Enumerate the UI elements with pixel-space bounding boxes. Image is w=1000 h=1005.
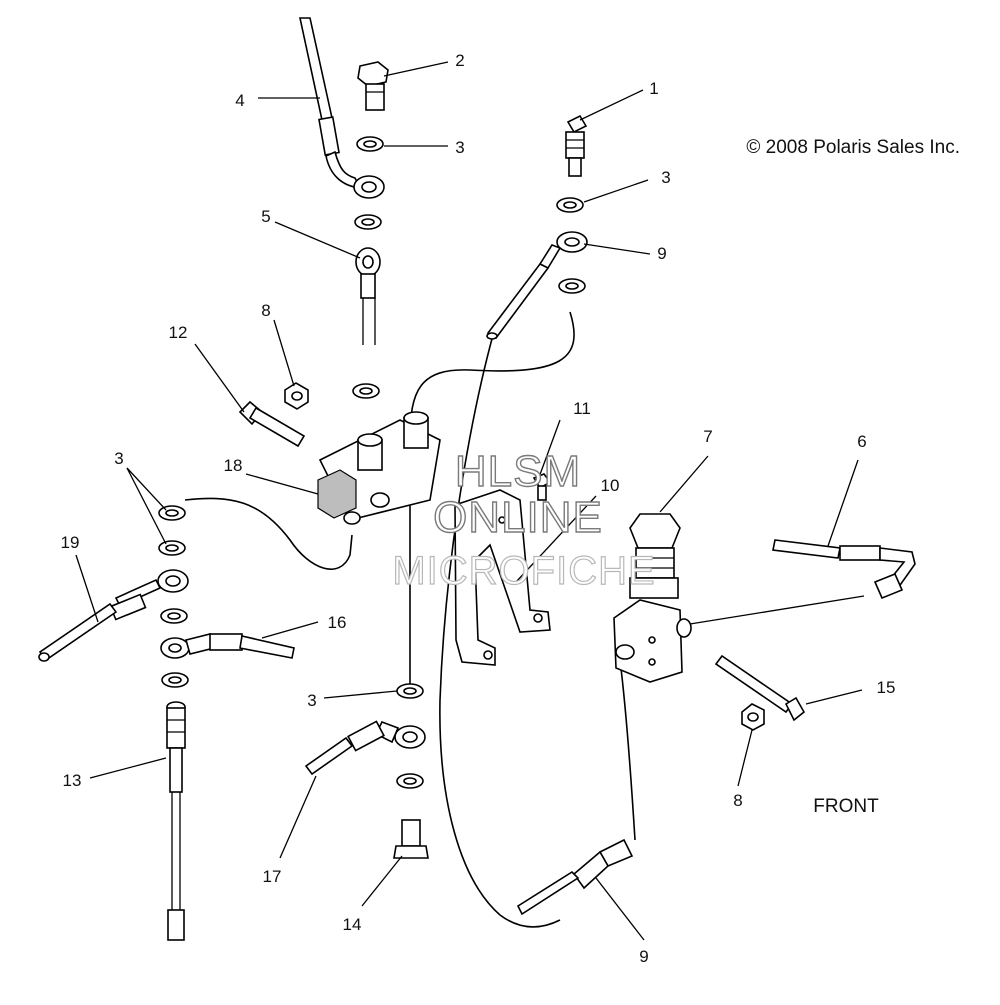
leader-lines xyxy=(75,61,865,941)
callout-9b: 9 xyxy=(639,947,648,966)
callout-10: 10 xyxy=(601,476,620,495)
callout-9a: 9 xyxy=(657,244,666,263)
part-4-brake-line xyxy=(299,17,385,199)
callout-12: 12 xyxy=(169,323,188,342)
watermark-line-3: MICROFICHE xyxy=(392,549,655,593)
callout-3c: 3 xyxy=(114,449,123,468)
callout-7: 7 xyxy=(703,427,712,446)
watermark: HLSM ONLINE MICROFICHE xyxy=(392,446,656,593)
part-9-brake-line-lower xyxy=(516,838,634,916)
callout-4: 4 xyxy=(235,91,244,110)
part-17-brake-line xyxy=(304,720,426,776)
part-14-banjo-bolt xyxy=(393,819,429,859)
part-13-brake-line xyxy=(166,701,186,941)
callout-13: 13 xyxy=(63,771,82,790)
hose-lines xyxy=(184,311,636,928)
part-7-proportioning-valve xyxy=(613,513,692,683)
callout-1: 1 xyxy=(649,79,658,98)
part-2-banjo-bolt xyxy=(357,61,389,111)
part-18-junction-block xyxy=(317,411,441,525)
part-1-pressure-switch xyxy=(565,114,588,177)
part-6-brake-line xyxy=(772,539,916,600)
part-9-brake-line-upper xyxy=(486,231,588,340)
callout-8a: 8 xyxy=(261,301,270,320)
callout-2: 2 xyxy=(455,51,464,70)
part-8-nut-upper xyxy=(284,382,309,410)
crush-washers xyxy=(158,136,586,789)
callout-16: 16 xyxy=(328,613,347,632)
callout-19: 19 xyxy=(61,533,80,552)
watermark-line-2: ONLINE xyxy=(433,493,603,542)
callout-18: 18 xyxy=(224,456,243,475)
callout-6: 6 xyxy=(857,432,866,451)
part-10-bracket xyxy=(454,489,551,666)
callout-3b: 3 xyxy=(661,168,670,187)
part-16-brake-line xyxy=(160,633,295,659)
callout-3d: 3 xyxy=(307,691,316,710)
callout-17: 17 xyxy=(263,867,282,886)
callout-15: 15 xyxy=(877,678,896,697)
watermark-line-1: HLSM xyxy=(455,447,581,496)
callout-3a: 3 xyxy=(455,138,464,157)
callout-11: 11 xyxy=(573,399,591,418)
part-11-bleeder xyxy=(532,473,552,501)
callout-5: 5 xyxy=(261,207,270,226)
front-label: FRONT xyxy=(813,796,879,817)
part-12-bolt xyxy=(238,400,306,448)
part-15-bolt xyxy=(714,654,806,722)
part-5-brake-line xyxy=(355,247,381,345)
copyright-text: © 2008 Polaris Sales Inc. xyxy=(746,137,960,158)
callout-8b: 8 xyxy=(733,791,742,810)
callout-14: 14 xyxy=(343,915,362,934)
part-8-nut-lower xyxy=(741,703,765,731)
callout-labels: 1 2 3 3 3 3 4 5 6 7 8 8 9 9 10 11 12 13 … xyxy=(61,51,896,966)
